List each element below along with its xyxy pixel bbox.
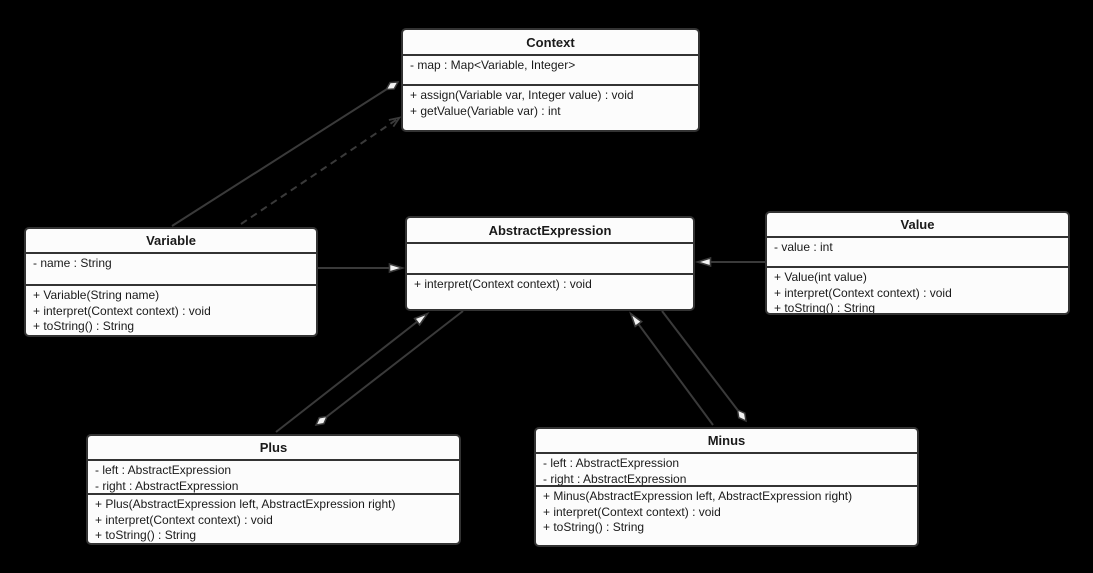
- method-row: + Plus(AbstractExpression left, Abstract…: [95, 497, 396, 511]
- attribute-row: - right : AbstractExpression: [95, 478, 239, 493]
- class-box-abstract-expression[interactable]: AbstractExpression + interpret(Context c…: [405, 216, 695, 311]
- attribute-row: - map : Map<Variable, Integer>: [410, 58, 576, 72]
- edge-plus-abstractexpression-generalization[interactable]: [275, 314, 427, 433]
- method-row: + interpret(Context context) : void: [33, 303, 211, 318]
- edge-variable-context-aggregation[interactable]: [171, 82, 398, 227]
- class-title: Value: [767, 213, 1068, 238]
- method-row: + interpret(Context context) : void: [774, 285, 952, 300]
- class-methods: + Minus(AbstractExpression left, Abstrac…: [536, 485, 917, 545]
- edge-abstractexpression-minus-aggregation[interactable]: [661, 310, 746, 421]
- class-title: Plus: [88, 436, 459, 461]
- method-row: + interpret(Context context) : void: [543, 504, 721, 519]
- method-row: + interpret(Context context) : void: [95, 512, 273, 527]
- class-box-value[interactable]: Value - value : int + Value(int value) +…: [765, 211, 1070, 315]
- class-title: Minus: [536, 429, 917, 454]
- method-row: + assign(Variable var, Integer value) : …: [410, 88, 634, 102]
- class-methods: + Plus(AbstractExpression left, Abstract…: [88, 493, 459, 543]
- attribute-row: - left : AbstractExpression: [543, 456, 680, 470]
- edge-variable-context-dependency[interactable]: [240, 116, 402, 225]
- class-attributes-empty: [407, 244, 693, 273]
- edge-abstractexpression-plus-aggregation[interactable]: [316, 310, 464, 425]
- method-row: + getValue(Variable var) : int: [410, 103, 561, 118]
- class-methods: + assign(Variable var, Integer value) : …: [403, 84, 698, 130]
- class-methods: + Variable(String name) + interpret(Cont…: [26, 284, 316, 335]
- method-row: + toString() : String: [543, 520, 645, 534]
- class-box-context[interactable]: Context - map : Map<Variable, Integer> +…: [401, 28, 700, 132]
- class-methods: + Value(int value) + interpret(Context c…: [767, 266, 1068, 313]
- method-row: + Variable(String name): [33, 288, 160, 302]
- method-row: + Value(int value): [774, 270, 867, 284]
- method-row: + interpret(Context context) : void: [414, 277, 592, 291]
- edge-minus-abstractexpression-generalization[interactable]: [631, 314, 714, 426]
- class-methods: + interpret(Context context) : void: [407, 273, 693, 309]
- attribute-row: - value : int: [774, 240, 833, 254]
- class-title: Variable: [26, 229, 316, 254]
- class-attributes: - name : String: [26, 254, 316, 284]
- class-title: Context: [403, 30, 698, 56]
- method-row: + toString() : String: [95, 528, 197, 542]
- class-box-variable[interactable]: Variable - name : String + Variable(Stri…: [24, 227, 318, 337]
- attribute-row: - name : String: [33, 256, 112, 270]
- class-attributes: - map : Map<Variable, Integer>: [403, 56, 698, 84]
- method-row: + toString() : String: [774, 301, 876, 313]
- method-row: + toString() : String: [33, 319, 135, 333]
- method-row: + Minus(AbstractExpression left, Abstrac…: [543, 489, 853, 503]
- class-box-minus[interactable]: Minus - left : AbstractExpression - righ…: [534, 427, 919, 547]
- attribute-row: - right : AbstractExpression: [543, 471, 687, 486]
- attribute-row: - left : AbstractExpression: [95, 463, 232, 477]
- class-attributes: - left : AbstractExpression - right : Ab…: [536, 454, 917, 485]
- class-title: AbstractExpression: [407, 218, 693, 244]
- class-attributes: - left : AbstractExpression - right : Ab…: [88, 461, 459, 493]
- class-attributes: - value : int: [767, 238, 1068, 266]
- class-box-plus[interactable]: Plus - left : AbstractExpression - right…: [86, 434, 461, 545]
